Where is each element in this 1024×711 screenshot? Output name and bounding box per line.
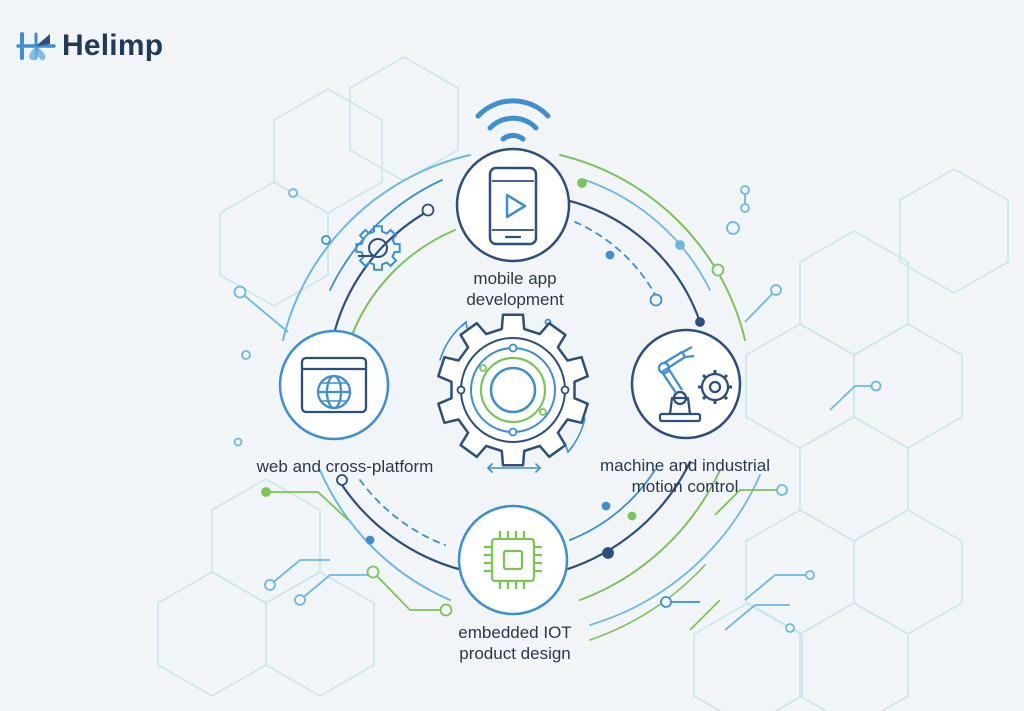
label-line: mobile app	[473, 269, 557, 288]
label-line: motion control	[631, 477, 739, 496]
node-machine	[630, 328, 742, 440]
label-machine: machine and industrial motion control	[585, 455, 785, 497]
hexagon-background	[157, 56, 1009, 711]
microchip-icon	[484, 531, 542, 589]
label-web: web and cross-platform	[240, 456, 450, 477]
circuit-arcs	[282, 154, 761, 641]
node-web	[278, 329, 390, 441]
label-line: product design	[459, 644, 571, 663]
robot-arm-gear-icon	[657, 345, 732, 423]
label-line: embedded IOT	[458, 623, 572, 642]
circuit-nodes	[233, 178, 882, 633]
brand-name: Helimp	[62, 29, 164, 62]
node-embedded	[457, 504, 569, 616]
central-gear-icon	[437, 313, 589, 467]
label-line: machine and industrial	[599, 456, 771, 475]
circuit-traces	[239, 190, 876, 631]
label-line: development	[466, 290, 564, 309]
label-embedded: embedded IOT product design	[430, 622, 600, 664]
node-mobile-app	[455, 147, 571, 263]
smartphone-play-icon	[488, 166, 538, 246]
label-line: web and cross-platform	[256, 457, 434, 476]
brand-logo[interactable]: Helimp	[16, 28, 163, 64]
browser-globe-icon	[300, 356, 368, 414]
label-mobile-app: mobile app development	[430, 268, 600, 310]
helimp-logo-icon	[16, 32, 56, 61]
wifi-signal-icon	[475, 98, 551, 142]
small-gear-icon	[355, 225, 401, 271]
rotation-arrows	[439, 320, 586, 473]
